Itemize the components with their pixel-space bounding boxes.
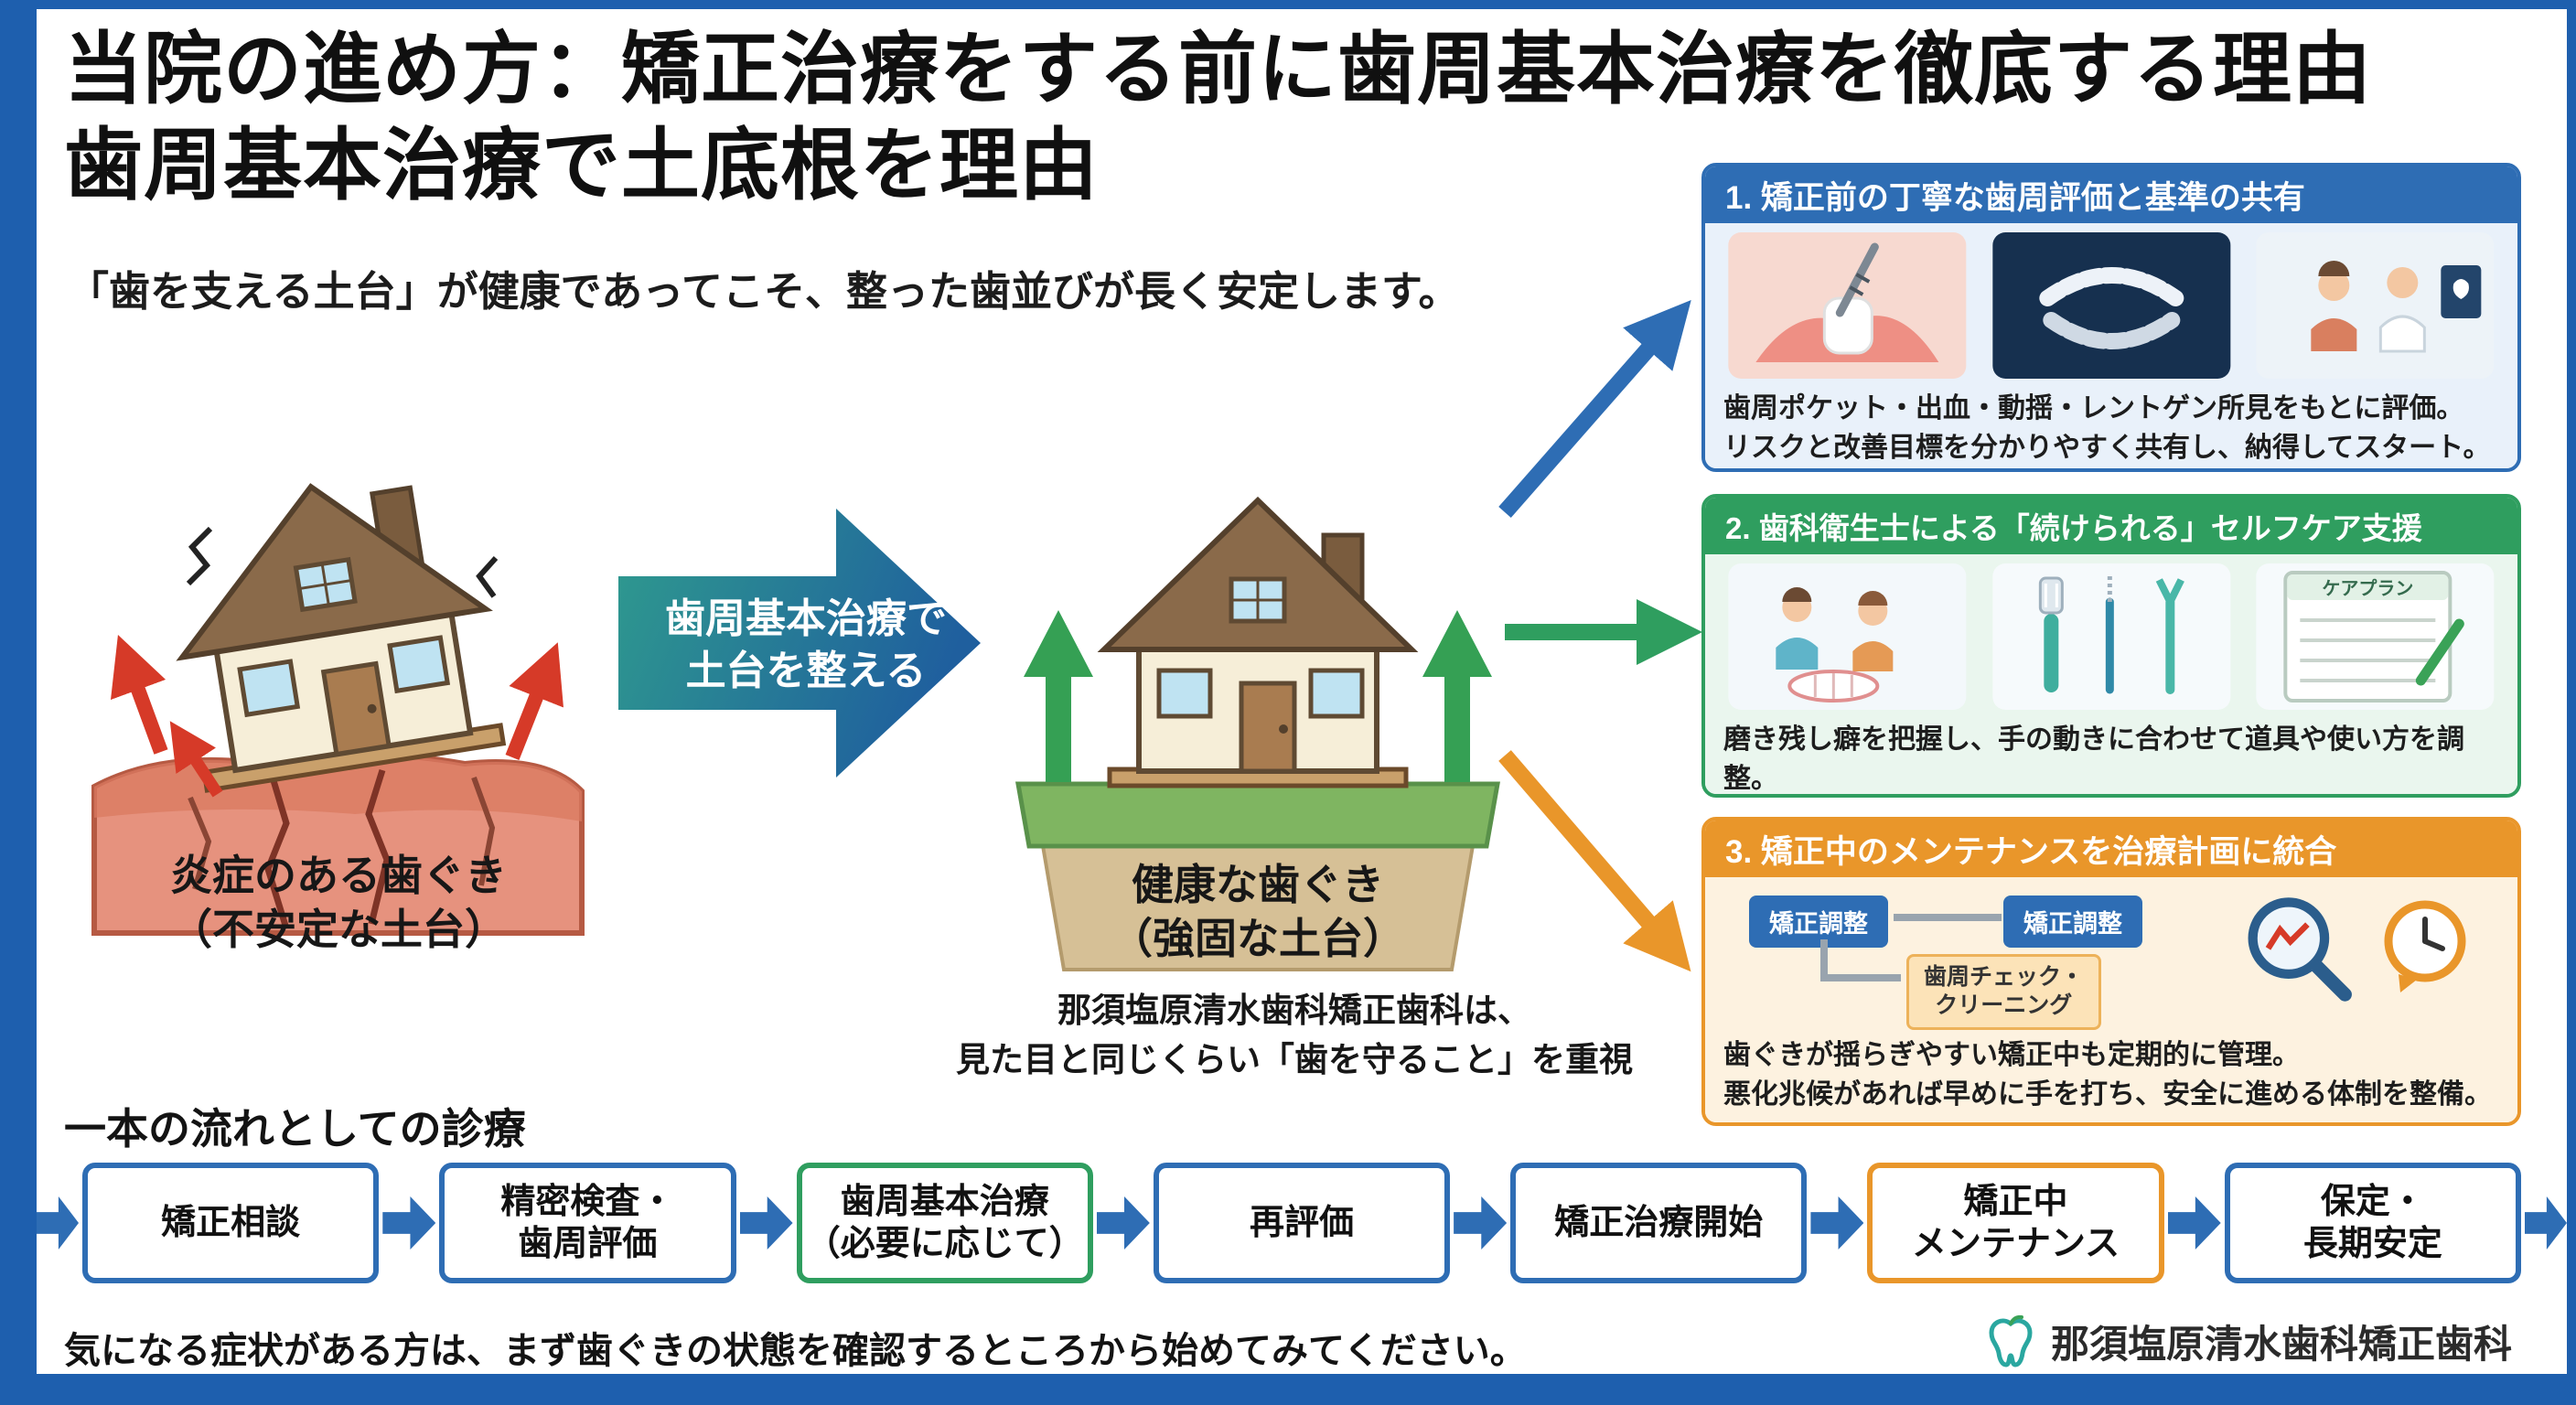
treatment-flow: 矯正相談 精密検査・ 歯周評価 歯周基本治療 （必要に応じて） 再評価 矯正治療… <box>37 1154 2567 1292</box>
step-examination: 精密検査・ 歯周評価 <box>439 1163 736 1283</box>
flow-arrow-6 <box>2167 1196 2221 1250</box>
flow-arrow-tail <box>2524 1196 2567 1250</box>
consultation-icon <box>2256 232 2495 379</box>
unstable-house-illustration <box>91 483 585 936</box>
card-1-title: 1. 矯正前の丁寧な歯周評価と基準の共有 <box>1705 166 2517 223</box>
card-2-title: 2. 歯科衛生士による「続けられる」セルフケア支援 <box>1705 498 2517 554</box>
flow-arrow-lead <box>37 1196 79 1250</box>
step-consultation: 矯正相談 <box>82 1163 380 1283</box>
flow-elbow-horizontal <box>1820 974 1901 981</box>
clinic-name: 那須塩原清水歯科矯正歯科 <box>2051 1323 2513 1366</box>
step-reevaluation: 再評価 <box>1153 1163 1451 1283</box>
step-retention: 保定・ 長期安定 <box>2224 1163 2521 1283</box>
page-title: 当院の進め方：矯正治療をする前に歯周基本治療を徹底する理由 歯周基本治療で土底根… <box>64 26 2372 209</box>
treatment-arrow-label: 歯周基本治療で 土台を整える <box>665 596 947 694</box>
card-3-mini-flowchart: 矯正調整 矯正調整 歯周チェック・ クリーニング <box>1723 886 2499 1033</box>
frame-left <box>0 0 37 1405</box>
card-3-body: 歯ぐきが揺らぎやすい矯正中も定期的に管理。 悪化兆候があれば早めに手を打ち、安全… <box>1723 1040 2492 1110</box>
flow-arrow-3 <box>1096 1196 1150 1250</box>
stable-house-illustration <box>1015 496 1500 971</box>
clock-bubble-icon <box>2384 900 2466 992</box>
care-plan-sheet-icon: ケアプラン <box>2256 563 2495 710</box>
card-1-body: 歯周ポケット・出血・動揺・レントゲン所見をもとに評価。 リスクと改善目標を分かり… <box>1723 393 2491 463</box>
flow-heading: 一本の流れとしての診療 <box>64 1105 526 1153</box>
flow-arrow-4 <box>1454 1196 1508 1250</box>
card-2-icon-row: ケアプラン <box>1723 563 2499 717</box>
frame-right <box>2567 0 2576 1405</box>
perio-probe-icon <box>1728 232 1967 379</box>
card-2-body: 磨き残し癖を把握し、手の動きに合わせて道具や使い方を調整。 忙しい方には優先順位… <box>1723 724 2464 794</box>
clinic-logo: 那須塩原清水歯科矯正歯科 <box>1983 1314 2512 1369</box>
oral-care-tools-icon <box>1992 563 2231 710</box>
card-perio-evaluation: 1. 矯正前の丁寧な歯周評価と基準の共有 <box>1701 163 2521 472</box>
perio-check-box: 歯周チェック・ クリーニング <box>1906 954 2101 1030</box>
xray-panorama-icon <box>1992 232 2231 379</box>
card-selfcare-support: 2. 歯科衛生士による「続けられる」セルフケア支援 <box>1701 494 2521 798</box>
magnifier-chart-icon <box>2248 897 2352 1002</box>
clinic-philosophy-note: 那須塩原清水歯科矯正歯科は、 見た目と同じくらい「歯を守ること」を重視 <box>956 992 1633 1078</box>
ortho-adjust-box-2: 矯正調整 <box>2003 896 2142 948</box>
step-ortho-start: 矯正治療開始 <box>1510 1163 1808 1283</box>
card-connector-arrows <box>1498 299 1702 972</box>
frame-bottom <box>0 1374 2576 1405</box>
card-3-title: 3. 矯正中のメンテナンスを治療計画に統合 <box>1705 820 2517 877</box>
flow-arrow-2 <box>739 1196 793 1250</box>
unstable-house-caption: 炎症のある歯ぐき （不安定な土台） <box>170 852 507 953</box>
page-subtitle: 「歯を支える土台」が健康であってこそ、整った歯並びが長く安定します。 <box>68 268 1460 315</box>
step-perio-basic-treatment: 歯周基本治療 （必要に応じて） <box>796 1163 1093 1283</box>
hygienist-teaching-icon <box>1728 563 1967 710</box>
flow-connector-line <box>1894 914 2002 921</box>
card-1-icon-row <box>1723 232 2499 386</box>
frame-top <box>0 0 2576 9</box>
flow-arrow-1 <box>382 1196 436 1250</box>
flow-elbow-vertical <box>1820 939 1828 981</box>
step-maintenance: 矯正中 メンテナンス <box>1867 1163 2164 1283</box>
footer-note: 気になる症状がある方は、まず歯ぐきの状態を確認するところから始めてみてください。 <box>64 1331 1527 1371</box>
tooth-logo-icon <box>1989 1314 2033 1367</box>
card-maintenance-integration: 3. 矯正中のメンテナンスを治療計画に統合 矯正調整 矯正調整 歯周チェック・ … <box>1701 817 2521 1126</box>
care-plan-label: ケアプラン <box>2323 578 2414 599</box>
flow-arrow-5 <box>1810 1196 1864 1250</box>
stable-house-caption: 健康な歯ぐき （強固な土台） <box>1111 861 1405 962</box>
ortho-adjust-box-1: 矯正調整 <box>1749 896 1888 948</box>
treatment-arrow <box>618 509 981 778</box>
